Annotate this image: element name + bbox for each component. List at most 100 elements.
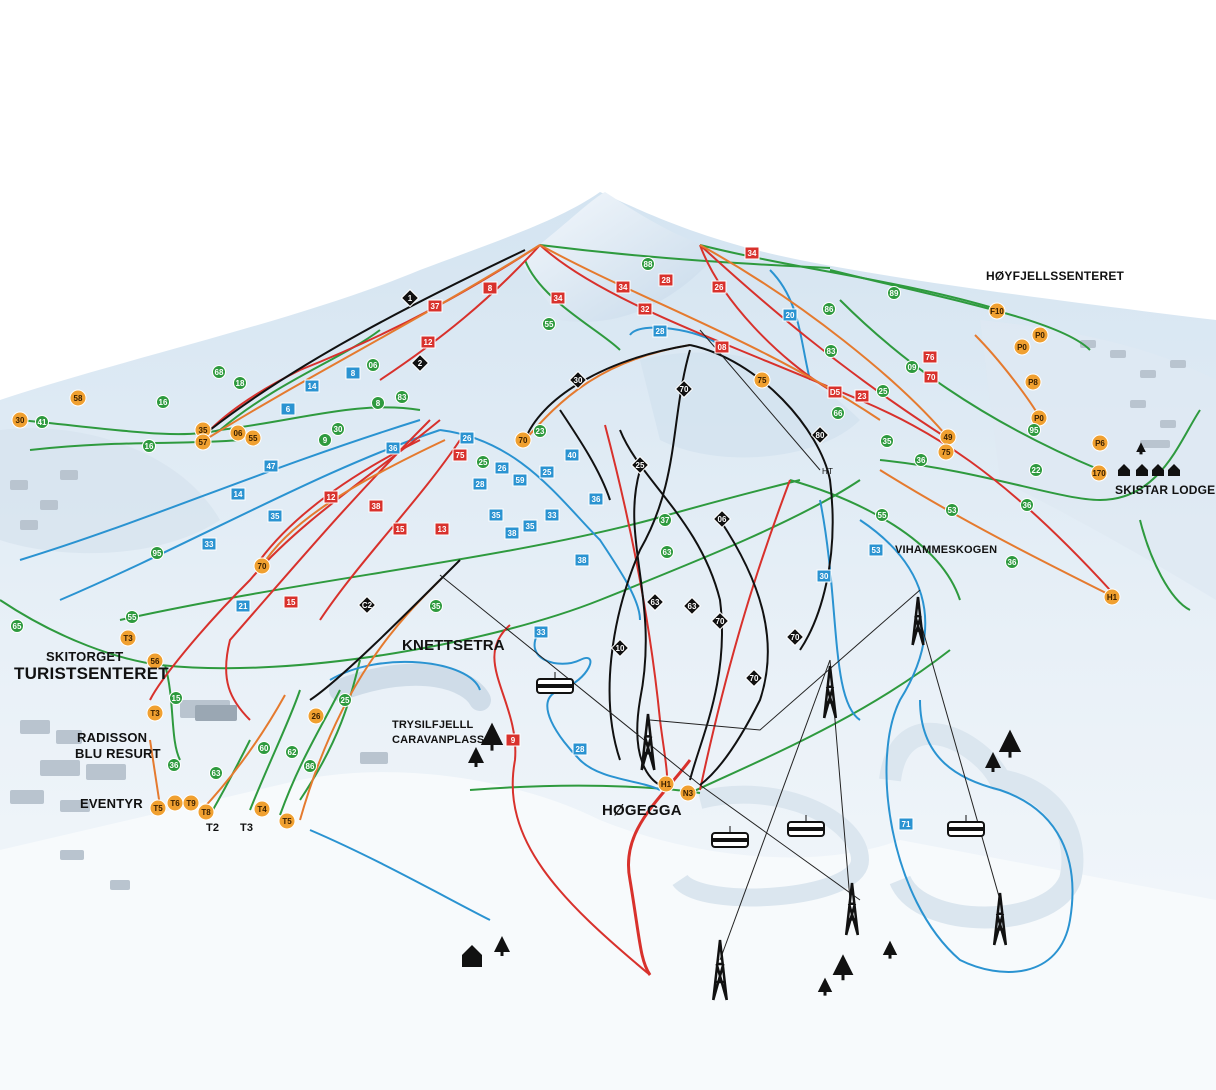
trail-marker-lift[interactable]: T3	[119, 629, 137, 647]
trail-marker-blue[interactable]: 8	[345, 366, 361, 380]
trail-marker-green[interactable]: 30	[331, 422, 345, 436]
trail-marker-green[interactable]: 63	[209, 766, 223, 780]
trail-marker-green[interactable]: 35	[880, 434, 894, 448]
trail-marker-red[interactable]: 13	[434, 522, 450, 536]
trail-marker-red[interactable]: 12	[323, 490, 339, 504]
trail-marker-green[interactable]: 18	[233, 376, 247, 390]
trail-marker-blue[interactable]: 47	[263, 459, 279, 473]
trail-marker-green[interactable]: 37	[658, 513, 672, 527]
trail-marker-blue[interactable]: 36	[385, 441, 401, 455]
trail-marker-red[interactable]: 9	[505, 733, 521, 747]
trail-marker-green[interactable]: 55	[542, 317, 556, 331]
trail-marker-green[interactable]: 55	[875, 508, 889, 522]
trail-marker-blue[interactable]: 33	[533, 625, 549, 639]
trail-marker-lift[interactable]: 75	[937, 443, 955, 461]
trail-marker-blue[interactable]: 25	[539, 465, 555, 479]
trail-marker-green[interactable]: 86	[303, 759, 317, 773]
trail-marker-red[interactable]: 38	[368, 499, 384, 513]
trail-marker-blue[interactable]: 33	[201, 537, 217, 551]
trail-marker-blue[interactable]: 33	[544, 508, 560, 522]
trail-marker-green[interactable]: 60	[257, 741, 271, 755]
trail-marker-black[interactable]: 2	[410, 353, 430, 373]
trail-marker-lift[interactable]: P0	[1031, 326, 1049, 344]
trail-marker-green[interactable]: 25	[876, 384, 890, 398]
trail-marker-blue[interactable]: 59	[512, 473, 528, 487]
trail-marker-blue[interactable]: 38	[574, 553, 590, 567]
trail-marker-green[interactable]: 36	[1005, 555, 1019, 569]
trail-marker-black[interactable]: 1	[400, 288, 420, 308]
trail-marker-lift[interactable]: T6	[166, 794, 184, 812]
trail-marker-green[interactable]: 36	[1020, 498, 1034, 512]
trail-marker-blue[interactable]: 35	[522, 519, 538, 533]
trail-marker-red[interactable]: 12	[420, 335, 436, 349]
trail-marker-lift[interactable]: H1	[657, 775, 675, 793]
trail-marker-lift[interactable]: 49	[939, 428, 957, 446]
trail-marker-red[interactable]: 23	[854, 389, 870, 403]
trail-marker-lift[interactable]: P6	[1091, 434, 1109, 452]
trail-marker-red[interactable]: 08	[714, 340, 730, 354]
trail-marker-red[interactable]: 32	[637, 302, 653, 316]
trail-marker-lift[interactable]: 56	[146, 652, 164, 670]
trail-marker-blue[interactable]: 35	[267, 509, 283, 523]
trail-marker-red[interactable]: 70	[923, 370, 939, 384]
trail-marker-blue[interactable]: 71	[898, 817, 914, 831]
trail-marker-lift[interactable]: T3	[146, 704, 164, 722]
trail-marker-green[interactable]: 66	[831, 406, 845, 420]
trail-marker-lift[interactable]: T8	[197, 803, 215, 821]
trail-marker-blue[interactable]: 14	[304, 379, 320, 393]
trail-marker-green[interactable]: 25	[338, 693, 352, 707]
trail-marker-black[interactable]: 70	[710, 611, 730, 631]
trail-marker-black[interactable]: 63	[682, 596, 702, 616]
trail-marker-lift[interactable]: 70	[253, 557, 271, 575]
trail-marker-lift[interactable]: F10	[988, 302, 1006, 320]
trail-marker-green[interactable]: 16	[156, 395, 170, 409]
trail-marker-green[interactable]: 23	[533, 424, 547, 438]
trail-marker-black[interactable]: 70	[744, 668, 764, 688]
trail-marker-red[interactable]: 34	[744, 246, 760, 260]
trail-marker-black[interactable]: C2	[357, 595, 377, 615]
trail-marker-green[interactable]: 22	[1029, 463, 1043, 477]
trail-marker-red[interactable]: 26	[711, 280, 727, 294]
trail-marker-black[interactable]: 63	[645, 592, 665, 612]
trail-marker-blue[interactable]: 20	[782, 308, 798, 322]
trail-marker-red[interactable]: 15	[392, 522, 408, 536]
trail-marker-green[interactable]: 55	[125, 610, 139, 624]
trail-marker-lift[interactable]: T5	[149, 799, 167, 817]
trail-marker-red[interactable]: 34	[550, 291, 566, 305]
trail-marker-lift[interactable]: 55	[244, 429, 262, 447]
trail-marker-lift[interactable]: T5	[278, 812, 296, 830]
trail-marker-lift[interactable]: 26	[307, 707, 325, 725]
trail-marker-green[interactable]: 53	[945, 503, 959, 517]
trail-marker-black[interactable]: 25	[630, 455, 650, 475]
trail-marker-lift[interactable]: P0	[1013, 338, 1031, 356]
trail-marker-black[interactable]: 70	[674, 379, 694, 399]
trail-marker-blue[interactable]: 28	[652, 324, 668, 338]
trail-marker-lift[interactable]: 57	[194, 433, 212, 451]
trail-marker-red[interactable]: 34	[615, 280, 631, 294]
trail-marker-green[interactable]: 86	[822, 302, 836, 316]
trail-marker-green[interactable]: 63	[660, 545, 674, 559]
trail-marker-red[interactable]: D5	[827, 385, 843, 399]
trail-marker-green[interactable]: 06	[366, 358, 380, 372]
trail-marker-lift[interactable]: 170	[1090, 464, 1108, 482]
trail-marker-lift[interactable]: 70	[514, 431, 532, 449]
trail-marker-green[interactable]: 41	[35, 415, 49, 429]
trail-marker-black[interactable]: 10	[610, 638, 630, 658]
trail-marker-blue[interactable]: 26	[494, 461, 510, 475]
trail-marker-green[interactable]: 83	[824, 344, 838, 358]
trail-marker-black[interactable]: 30	[568, 370, 588, 390]
trail-marker-lift[interactable]: P8	[1024, 373, 1042, 391]
trail-marker-lift[interactable]: 58	[69, 389, 87, 407]
trail-marker-blue[interactable]: 38	[504, 526, 520, 540]
trail-marker-blue[interactable]: 35	[488, 508, 504, 522]
trail-marker-lift[interactable]: 75	[753, 371, 771, 389]
trail-marker-green[interactable]: 95	[1027, 423, 1041, 437]
trail-marker-lift[interactable]: T9	[182, 794, 200, 812]
trail-marker-red[interactable]: 15	[283, 595, 299, 609]
trail-marker-blue[interactable]: 26	[459, 431, 475, 445]
trail-marker-green[interactable]: 65	[10, 619, 24, 633]
trail-marker-green[interactable]: 09	[905, 360, 919, 374]
trail-marker-red[interactable]: 76	[922, 350, 938, 364]
trail-marker-blue[interactable]: 21	[235, 599, 251, 613]
trail-marker-lift[interactable]: H1	[1103, 588, 1121, 606]
